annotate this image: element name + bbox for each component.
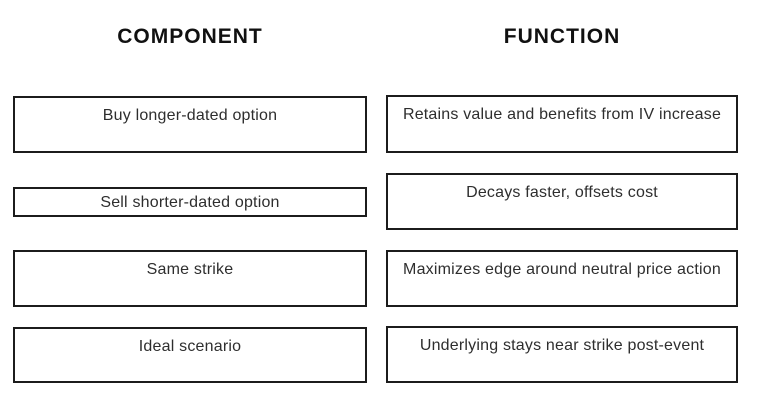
- function-box-decays-faster: Decays faster, offsets cost: [386, 173, 738, 230]
- function-box-retains-value: Retains value and benefits from IV incre…: [386, 95, 738, 153]
- component-box-buy-longer-dated-option: Buy longer-dated option: [13, 96, 367, 153]
- component-box-ideal-scenario: Ideal scenario: [13, 327, 367, 383]
- component-column-header: COMPONENT: [117, 25, 263, 48]
- function-box-maximizes-edge: Maximizes edge around neutral price acti…: [386, 250, 738, 307]
- component-box-same-strike: Same strike: [13, 250, 367, 307]
- function-column-header: FUNCTION: [503, 25, 621, 48]
- function-box-underlying-stays-near-strike: Underlying stays near strike post-event: [386, 326, 738, 383]
- component-box-sell-shorter-dated-option: Sell shorter-dated option: [13, 187, 367, 217]
